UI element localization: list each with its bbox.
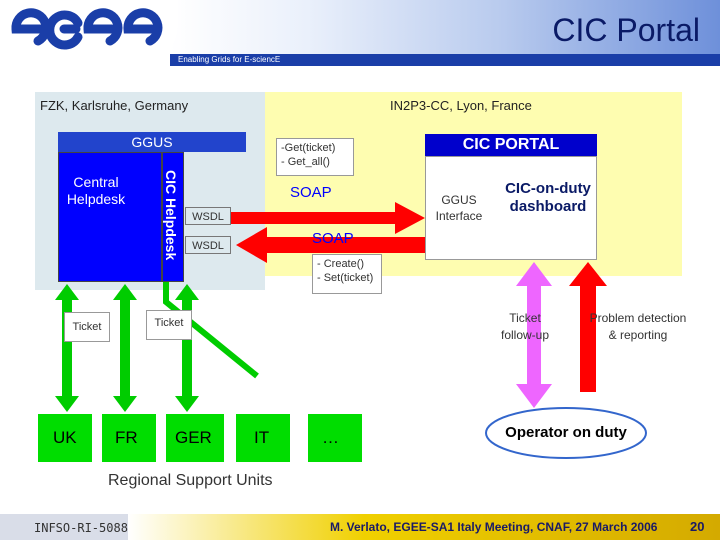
tagline-bar [170,54,720,66]
rsu-box-fr [102,414,156,462]
soap-arrow-right [231,202,425,234]
rsu-arrow-fr [113,284,137,412]
rsu-label: Regional Support Units [108,472,273,489]
cic-dashboard-label: CIC-on-duty dashboard [505,180,591,215]
soap-arrow-left [236,227,431,263]
central-helpdesk-box [58,152,162,282]
cic-portal-box [425,156,597,260]
get-note: -Get(ticket) - Get_all() [276,138,354,176]
fzk-label: FZK, Karlsruhe, Germany [40,98,189,113]
footer-id: INFSO-RI-508833 [34,521,143,535]
rsu-ger: GER [175,428,212,447]
rsu-box-uk [38,414,92,462]
rsu-fr: FR [115,428,138,447]
rsu-box-more [308,414,362,462]
rsu-it: IT [254,428,270,447]
footer-credit: M. Verlato, EGEE-SA1 Italy Meeting, CNAF… [330,520,658,534]
operator-label: Operator on duty [505,424,627,441]
rsu-line-it [163,282,259,379]
ticket-note-mid: Ticket [146,310,192,340]
wsdl-label-top: WSDL [185,207,231,225]
egee-logo [11,8,163,50]
ggus-label: GGUS [131,134,173,150]
page-number: 20 [690,519,705,534]
in2p3-label: IN2P3-CC, Lyon, France [390,98,532,113]
cic-helpdesk-label: CIC Helpdesk [163,170,179,261]
cic-portal-title: CIC PORTAL [462,136,560,153]
header-band [170,0,720,54]
rsu-uk: UK [53,428,77,447]
page-title: CIC Portal [552,12,700,48]
soap-label-top: SOAP [290,184,332,201]
follow-up-arrow [516,262,552,408]
rsu-more: … [322,428,339,447]
footer-left [0,514,128,540]
rsu-arrow-ger [175,284,199,412]
cic-portal-bar [425,134,597,156]
ggus-interface-label: GGUS Interface [435,193,483,223]
create-note: - Create() - Set(ticket) [312,254,382,294]
footer-bar [128,514,720,540]
cic-helpdesk-box [162,152,184,282]
ggus-bar [58,132,246,152]
problem-arrow [569,262,607,392]
ticket-follow-up-label: Ticket follow-up [500,311,550,342]
rsu-box-it [236,414,290,462]
soap-label-bottom: SOAP [312,230,354,247]
rsu-box-ger [166,414,224,462]
tagline: Enabling Grids for E-sciencE [178,55,281,64]
ticket-note-left: Ticket [64,312,110,342]
rsu-arrow-uk [55,284,79,412]
operator-ellipse [485,407,647,459]
problem-detection-label: Problem detection & reporting [589,311,687,342]
central-helpdesk-label: Central Helpdesk [66,174,126,207]
wsdl-label-bottom: WSDL [185,236,231,254]
